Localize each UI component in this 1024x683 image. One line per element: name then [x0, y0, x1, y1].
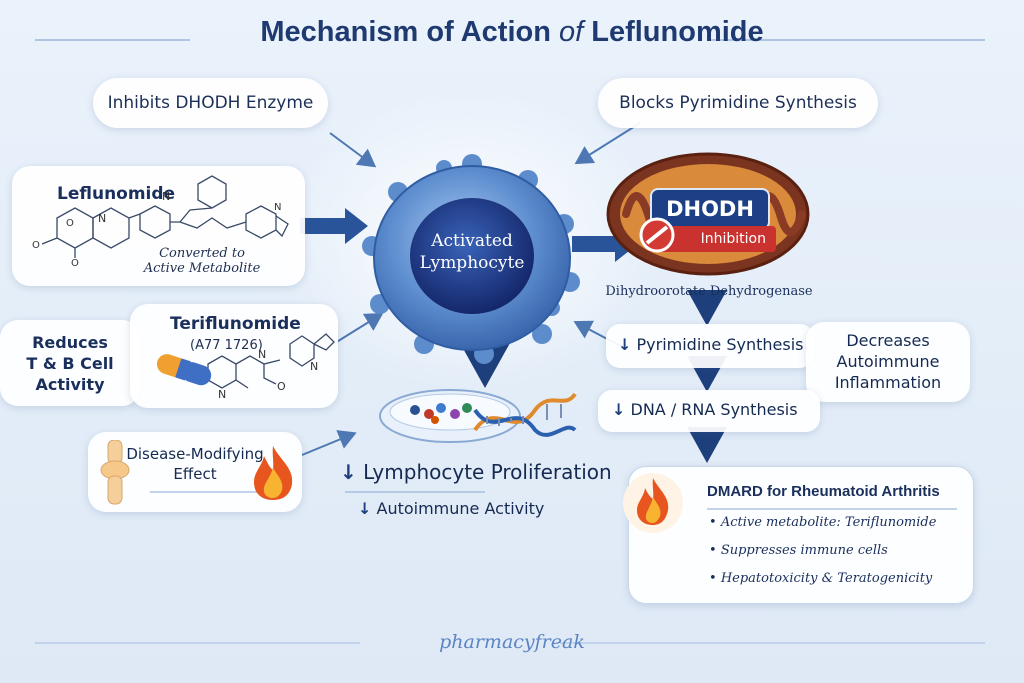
proliferation-row: ↓ Lymphocyte Proliferation	[340, 460, 612, 484]
arrow-lef-to-cell	[300, 208, 368, 244]
lymphocyte-line1: Activated	[431, 231, 513, 251]
dmard-flame-icon	[623, 473, 683, 533]
dmard-divider	[707, 508, 957, 510]
footer-brand: pharmacyfreak	[439, 631, 585, 653]
atom-label: N	[310, 360, 319, 373]
decreases-line1: Decreases	[846, 331, 930, 350]
converted-line2: Active Metabolite	[143, 261, 261, 276]
title-of: of	[559, 16, 584, 48]
reduces-box: Reduces T & B Cell Activity	[0, 320, 140, 406]
inhibition-label: Inhibition	[700, 231, 766, 247]
atom-label: N	[274, 202, 282, 213]
converted-line1: Converted to	[159, 246, 245, 261]
reduces-line3: Activity	[35, 375, 105, 394]
dmard-title: DMARD for Rheumatoid Arthritis	[707, 483, 940, 500]
down-arrow-icon: ↓	[618, 335, 632, 354]
dhodh-full-name: Dihydroorotate Dehydrogenase	[605, 284, 813, 299]
converted-text: Converted to Active Metabolite	[132, 246, 272, 276]
atom-label: O	[277, 380, 286, 393]
leflunomide-title: Leflunomide	[57, 184, 176, 204]
page-title: Mechanism of Action of Leflunomide	[0, 16, 1024, 49]
down-arrow-icon: ↓	[340, 460, 357, 484]
pill-inhibits-dhodh: Inhibits DHODH Enzyme	[93, 78, 328, 128]
dmard-item-3: • Hepatotoxicity & Teratogenicity	[709, 571, 933, 586]
arrow-teri-to-cell	[334, 312, 384, 344]
reduces-text: Reduces T & B Cell Activity	[0, 332, 140, 395]
dmard-item-3-text: Hepatotoxicity & Teratogenicity	[720, 571, 933, 586]
down-arrow-icon: ↓	[612, 400, 626, 419]
arrow-inhibits-to-cell	[329, 132, 377, 168]
pill-capsule-icon	[156, 354, 212, 386]
dna-rna-row: ↓ DNA / RNA Synthesis	[612, 400, 798, 419]
atom-label: N	[258, 348, 267, 361]
atom-label: O	[66, 218, 74, 229]
pill-blocks-pyrimidine: Blocks Pyrimidine Synthesis	[598, 78, 878, 128]
atom-label: N	[218, 388, 227, 401]
title-drug: Leflunomide	[591, 16, 764, 48]
dmard-card: DMARD for Rheumatoid Arthritis • Active …	[628, 466, 974, 604]
pyrimidine-box: ↓ Pyrimidine Synthesis	[606, 324, 814, 368]
dna-icon	[473, 392, 577, 437]
decreases-text: Decreases Autoimmune Inflammation	[806, 330, 970, 393]
autoimmune-row: ↓ Autoimmune Activity	[358, 499, 544, 518]
dna-rna-box: ↓ DNA / RNA Synthesis	[598, 390, 820, 432]
leflunomide-card: Leflunomide O N O N O N Converted to	[12, 166, 305, 286]
lymphocyte-label: Activated Lymphocyte	[400, 230, 544, 274]
atom-label: O	[71, 258, 79, 269]
autoimmune-label: Autoimmune Activity	[376, 499, 545, 518]
reduces-line2: T & B Cell	[26, 354, 114, 373]
atom-label: N	[162, 190, 171, 203]
pyrimidine-row: ↓ Pyrimidine Synthesis	[618, 335, 803, 354]
decreases-box: Decreases Autoimmune Inflammation	[806, 322, 970, 402]
dmard-item-2: • Suppresses immune cells	[709, 543, 888, 558]
atom-label: N	[98, 212, 107, 225]
dmard-item-1-text: Active metabolite: Teriflunomide	[720, 515, 937, 530]
inhibition-banner: Inhibition	[648, 226, 776, 252]
dhodh-label: DHODH	[666, 197, 754, 221]
arrow-disease-to-dish	[301, 430, 357, 456]
disease-modifying-line1: Disease-Modifying	[126, 445, 264, 463]
atom-label: O	[32, 240, 40, 251]
arrow-blocks-to-dhodh	[574, 122, 641, 165]
dhodh-label-box: DHODH	[650, 188, 770, 230]
dmard-item-1: • Active metabolite: Teriflunomide	[709, 515, 937, 530]
lymphocyte-line2: Lymphocyte	[419, 253, 525, 273]
reduces-line1: Reduces	[32, 333, 108, 352]
pyrimidine-label: Pyrimidine Synthesis	[636, 335, 804, 354]
pill-blocks-label: Blocks Pyrimidine Synthesis	[619, 93, 857, 113]
petri-dna-illustration	[379, 389, 577, 443]
disease-modifying-text: Disease-Modifying Effect	[120, 444, 270, 484]
flame-icon	[254, 446, 293, 500]
no-sign-icon	[639, 217, 675, 253]
title-main: Mechanism of Action	[260, 16, 551, 48]
pill-inhibits-label: Inhibits DHODH Enzyme	[107, 93, 314, 113]
dmard-item-2-text: Suppresses immune cells	[720, 543, 888, 558]
teriflunomide-title: Teriflunomide	[170, 314, 301, 334]
dna-rna-label: DNA / RNA Synthesis	[630, 400, 798, 419]
leflunomide-structure-icon	[41, 175, 289, 258]
disease-modifying-line2: Effect	[173, 465, 217, 483]
proliferation-underline	[345, 491, 485, 493]
decreases-line2: Autoimmune	[836, 352, 940, 371]
lymphocyte-cell	[362, 154, 580, 364]
decreases-line3: Inflammation	[834, 373, 942, 392]
proliferation-label: Lymphocyte Proliferation	[363, 460, 612, 484]
teriflunomide-code: (A77 1726)	[190, 338, 263, 353]
joint-icon	[100, 440, 130, 505]
down-arrow-icon: ↓	[358, 499, 372, 518]
